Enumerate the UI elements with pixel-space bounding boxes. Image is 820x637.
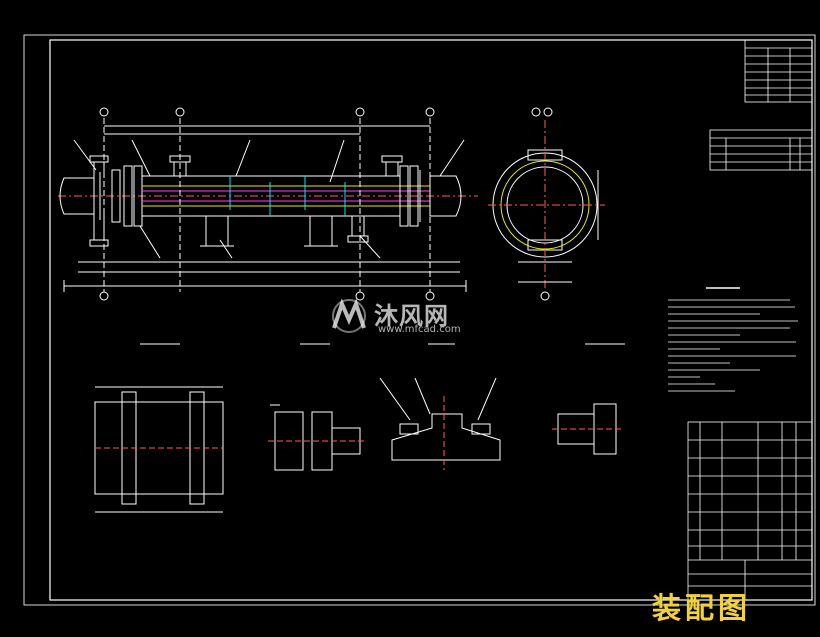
detail-view-c (379, 343, 501, 470)
watermark: 沐风网 www.mfcad.com (330, 296, 500, 338)
main-elevation-view (58, 107, 478, 301)
mf-logo-icon (332, 298, 366, 333)
nozzle-table (709, 129, 813, 171)
technical-data-table (744, 39, 813, 103)
parts-list-table (687, 421, 813, 601)
detail-view-a (94, 343, 224, 513)
drawing-outer-border (23, 34, 816, 606)
watermark-brand: 沐风网 (374, 302, 449, 330)
drawing-inner-border (49, 39, 813, 601)
technical-requirements-text (668, 287, 798, 392)
watermark-url: www.mfcad.com (378, 324, 461, 335)
detail-view-d (552, 343, 625, 455)
detail-view-b (268, 343, 366, 471)
end-view (488, 107, 605, 301)
drawing-caption: 装配图 (652, 591, 752, 625)
